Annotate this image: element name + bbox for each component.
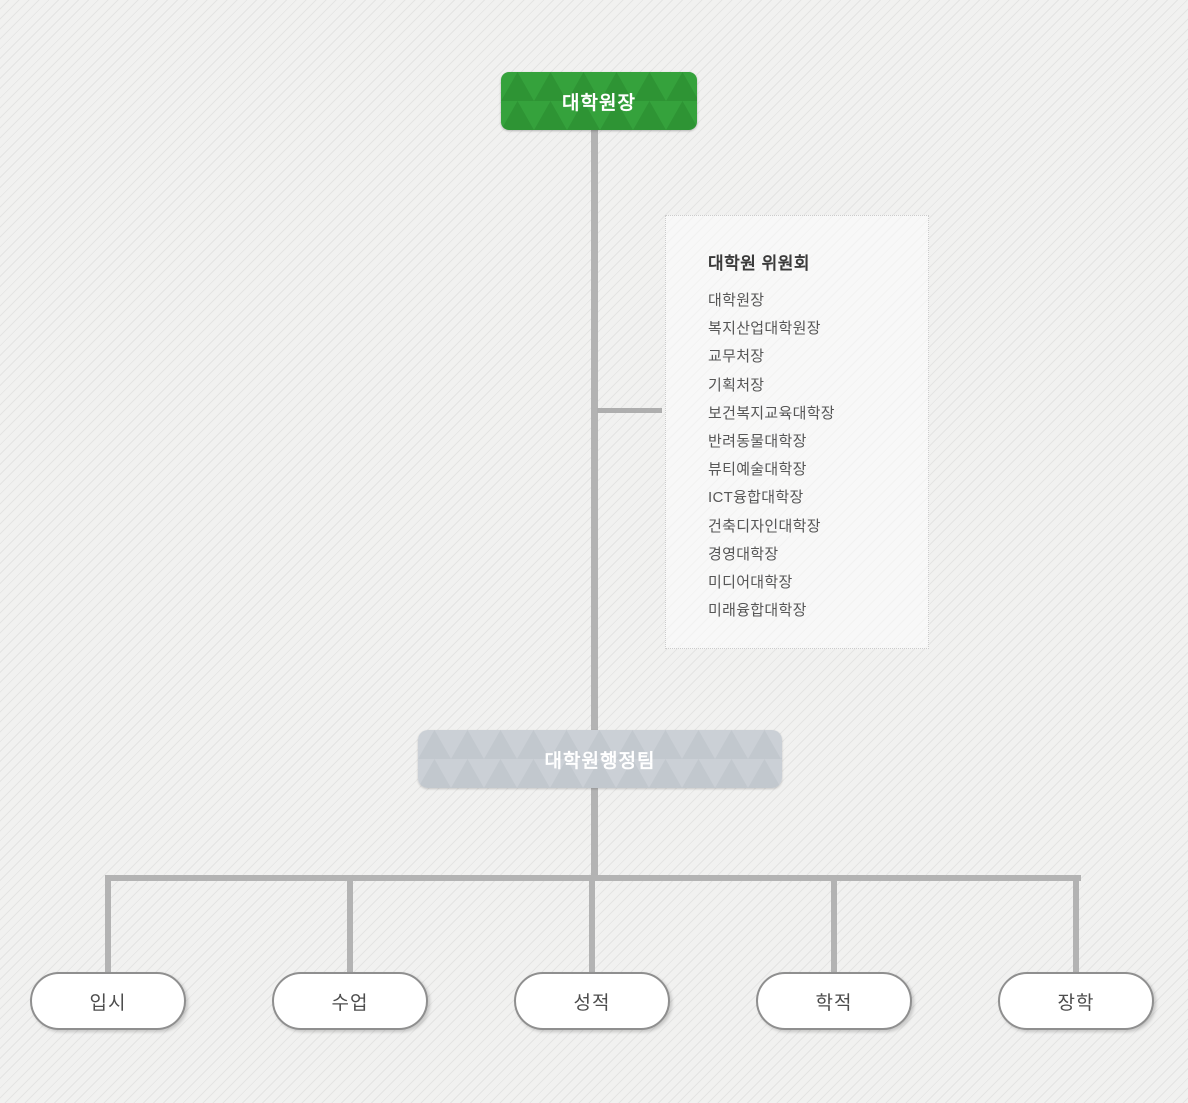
committee-member: ICT융합대학장 <box>708 489 804 507</box>
department-node: 수업 <box>272 972 428 1030</box>
triangle-pattern-gray <box>418 730 782 788</box>
committee-member: 보건복지교육대학장 <box>708 404 835 422</box>
department-label: 성적 <box>573 992 611 1014</box>
committee-member: 뷰티예술대학장 <box>708 461 807 479</box>
connector-root-to-admin <box>591 128 598 733</box>
committee-member: 기획처장 <box>708 376 765 394</box>
root-node-dean: 대학원장 <box>501 72 697 130</box>
committee-member: 미래융합대학장 <box>708 602 807 620</box>
committee-member: 미디어대학장 <box>708 574 793 592</box>
committee-member: 반려동물대학장 <box>708 433 807 451</box>
committee-member: 경영대학장 <box>708 545 779 563</box>
department-label: 입시 <box>89 992 127 1014</box>
department-label: 장학 <box>1057 992 1095 1014</box>
department-label: 학적 <box>815 992 853 1014</box>
connector-drop <box>831 875 837 972</box>
department-node: 학적 <box>756 972 912 1030</box>
department-item: 입시 <box>30 875 186 1031</box>
admin-team-node: 대학원행정팀 <box>418 730 782 788</box>
committee-member: 교무처장 <box>708 348 765 366</box>
connector-branch-to-committee <box>597 408 662 413</box>
department-item: 성적 <box>514 875 670 1031</box>
admin-team-label: 대학원행정팀 <box>544 750 656 772</box>
department-item: 학적 <box>756 875 912 1031</box>
department-node: 입시 <box>30 972 186 1030</box>
department-label: 수업 <box>331 992 369 1014</box>
department-item: 수업 <box>272 875 428 1031</box>
committee-box: 대학원 위원회 대학원장 복지산업대학원장 교무처장 기획처장 보건복지교육대학… <box>665 215 929 649</box>
connector-drop <box>347 875 353 972</box>
triangle-pattern-green <box>501 72 697 130</box>
committee-member: 복지산업대학원장 <box>708 320 821 338</box>
department-node: 장학 <box>998 972 1154 1030</box>
connector-admin-to-departments <box>591 786 598 881</box>
connector-drop <box>589 875 595 972</box>
committee-member-list: 대학원장 복지산업대학원장 교무처장 기획처장 보건복지교육대학장 반려동물대학… <box>708 287 908 625</box>
committee-member: 대학원장 <box>708 292 765 309</box>
committee-title: 대학원 위원회 <box>708 254 811 273</box>
connector-drop <box>105 875 111 972</box>
root-node-label: 대학원장 <box>562 92 636 114</box>
committee-member: 건축디자인대학장 <box>708 517 821 535</box>
connector-drop <box>1073 875 1079 972</box>
department-node: 성적 <box>514 972 670 1030</box>
department-item: 장학 <box>998 875 1154 1031</box>
